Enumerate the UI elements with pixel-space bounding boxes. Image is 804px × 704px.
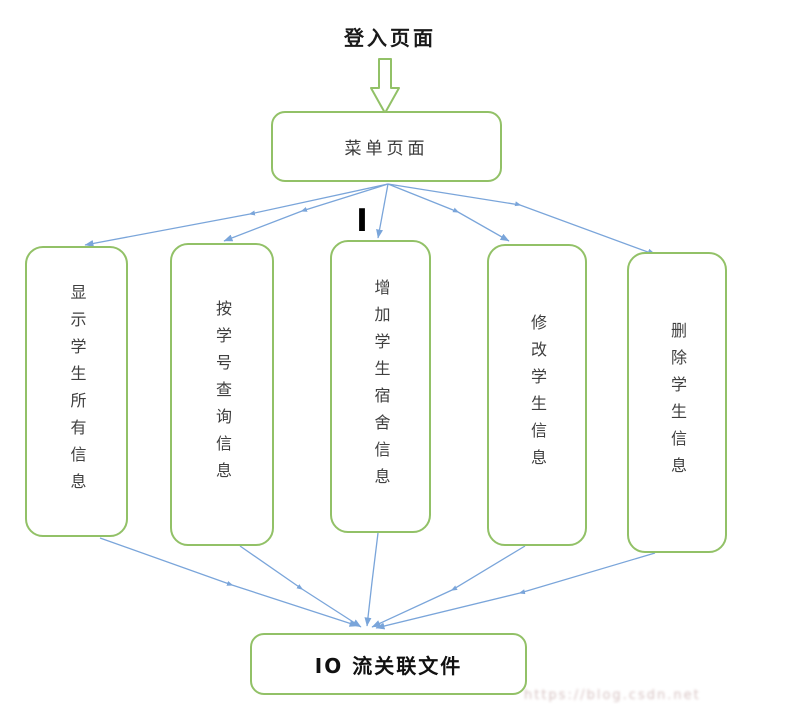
- arrow-menu-to-box4: [387, 183, 510, 242]
- io-stream-file-label: IO 流关联文件: [314, 653, 463, 678]
- arrow-menu-to-box1: [84, 183, 389, 247]
- watermark-url: https://blog.csdn.net: [524, 688, 701, 703]
- branch-box-add-dorm-info: 增加学生宿舍信息: [330, 240, 431, 533]
- branch-box-modify-student-info: 修改学生信息: [487, 244, 587, 546]
- branch-box-query-by-student-id: 按学号查询信息: [170, 243, 274, 546]
- io-stream-file-box: IO 流关联文件: [250, 633, 527, 695]
- arrow-box4-to-io: [371, 545, 526, 628]
- menu-page-box: 菜单页面: [271, 111, 502, 182]
- branch-box-label: 按学号查询信息: [213, 300, 232, 489]
- menu-page-label: 菜单页面: [344, 139, 429, 159]
- block-down-arrow: [370, 58, 400, 114]
- separator-i-mark: I: [356, 203, 368, 239]
- branch-box-label: 删除学生信息: [668, 321, 687, 484]
- arrow-box3-to-io: [364, 532, 379, 627]
- login-page-title: 登入页面: [344, 26, 436, 50]
- branch-box-delete-student-info: 删除学生信息: [627, 252, 727, 553]
- branch-box-label: 修改学生信息: [528, 314, 547, 476]
- branch-box-show-all-student-info: 显示学生所有信息: [25, 246, 128, 537]
- arrow-box2-to-io: [239, 545, 362, 628]
- arrow-box5-to-io: [375, 552, 656, 630]
- arrow-box1-to-io: [99, 537, 359, 627]
- branch-box-label: 显示学生所有信息: [67, 283, 87, 500]
- branch-box-label: 增加学生宿舍信息: [371, 278, 391, 495]
- arrow-menu-to-box3: [376, 183, 389, 239]
